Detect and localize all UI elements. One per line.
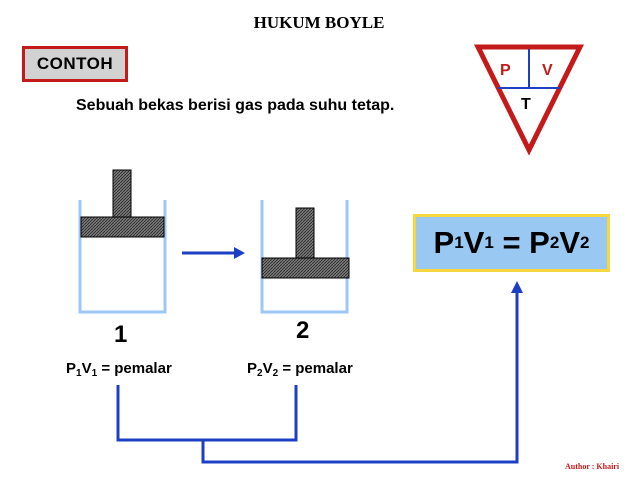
connector-lines	[116, 281, 523, 464]
container-1	[78, 200, 167, 314]
triangle-p-label: P	[500, 62, 511, 79]
contoh-badge: CONTOH	[22, 46, 128, 82]
state-1-number: 1	[114, 321, 128, 348]
pvt-triangle-icon	[474, 44, 584, 156]
state-2-equation: P2V2 = pemalar	[247, 360, 353, 379]
piston-2	[261, 207, 350, 279]
author-credit: Author : Khairi	[565, 462, 620, 471]
triangle-v-label: V	[542, 62, 553, 79]
piston-1	[80, 169, 165, 238]
triangle-t-label: T	[521, 96, 531, 113]
state-1-equation: P1V1 = pemalar	[66, 360, 172, 379]
page-title: HUKUM BOYLE	[253, 13, 385, 32]
container-2	[260, 200, 349, 314]
state-2-number: 2	[296, 317, 310, 344]
problem-statement: Sebuah bekas berisi gas pada suhu tetap.	[76, 97, 395, 114]
arrow-right-icon	[182, 247, 245, 259]
